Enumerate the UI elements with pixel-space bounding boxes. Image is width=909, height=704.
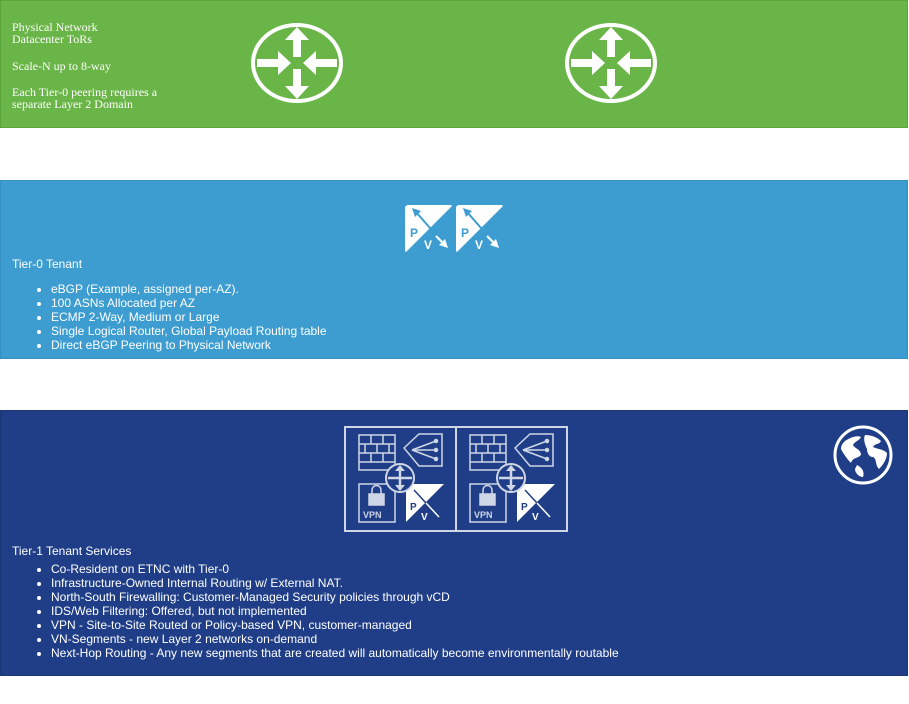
pv-icon: P V (517, 484, 555, 523)
svg-text:V: V (424, 238, 432, 252)
list-item: 100 ASNs Allocated per AZ (51, 296, 327, 310)
load-balancer-icon (402, 433, 443, 467)
pv-icon: P V (404, 204, 454, 254)
router-icon (565, 23, 657, 103)
tier0-gateway-icon: P V P V (404, 204, 505, 254)
tier1-bullet-list: Co-Resident on ETNC with Tier-0 Infrastr… (11, 562, 619, 660)
firewall-icon (358, 434, 396, 471)
physical-note-line1: Each Tier-0 peering requires a (12, 85, 158, 99)
list-item: VN-Segments - new Layer 2 networks on-de… (51, 632, 619, 646)
svg-text:V: V (475, 238, 483, 252)
list-item: Infrastructure-Owned Internal Routing w/… (51, 576, 619, 590)
router-icon (251, 23, 343, 103)
list-item: Single Logical Router, Global Payload Ro… (51, 324, 327, 338)
vpn-icon (358, 483, 396, 523)
svg-text:V: V (421, 512, 428, 523)
list-item: eBGP (Example, assigned per-AZ). (51, 282, 327, 296)
tier1-band: VPN P V (0, 410, 908, 676)
list-item: ECMP 2-Way, Medium or Large (51, 310, 327, 324)
router-icon (496, 463, 526, 493)
list-item: North-South Firewalling: Customer-Manage… (51, 590, 619, 604)
tier0-heading: Tier-0 Tenant (12, 257, 83, 271)
tier0-band: P V P V Tier-0 Tenant eBGP (Example, ass… (0, 180, 908, 359)
load-balancer-icon (513, 433, 554, 467)
list-item: Co-Resident on ETNC with Tier-0 (51, 562, 619, 576)
pv-icon: P V (406, 484, 444, 523)
router-icon (385, 463, 415, 493)
svg-text:P: P (410, 226, 418, 240)
firewall-icon (469, 434, 507, 471)
physical-title-line1: Physical Network (12, 20, 98, 34)
svg-text:P: P (521, 502, 528, 513)
list-item: VPN - Site-to-Site Routed or Policy-base… (51, 618, 619, 632)
list-item: Direct eBGP Peering to Physical Network (51, 338, 327, 352)
tier1-services-icon: VPN P V (344, 426, 568, 532)
physical-note-line2: separate Layer 2 Domain (12, 97, 133, 111)
vpn-icon (469, 483, 507, 523)
vpn-label: VPN (474, 510, 493, 520)
svg-text:P: P (461, 226, 469, 240)
tier1-heading: Tier-1 Tenant Services (12, 544, 132, 558)
physical-network-band: Physical Network Datacenter ToRs Scale-N… (0, 0, 908, 128)
svg-text:P: P (410, 502, 417, 513)
list-item: IDS/Web Filtering: Offered, but not impl… (51, 604, 619, 618)
globe-icon (833, 425, 893, 485)
tier0-bullet-list: eBGP (Example, assigned per-AZ). 100 ASN… (11, 282, 327, 352)
list-item: Next-Hop Routing - Any new segments that… (51, 646, 619, 660)
pv-icon: P V (455, 204, 505, 254)
svg-text:V: V (532, 512, 539, 523)
vpn-label: VPN (363, 510, 382, 520)
physical-scale: Scale-N up to 8-way (12, 59, 111, 73)
physical-title-line2: Datacenter ToRs (12, 32, 92, 46)
